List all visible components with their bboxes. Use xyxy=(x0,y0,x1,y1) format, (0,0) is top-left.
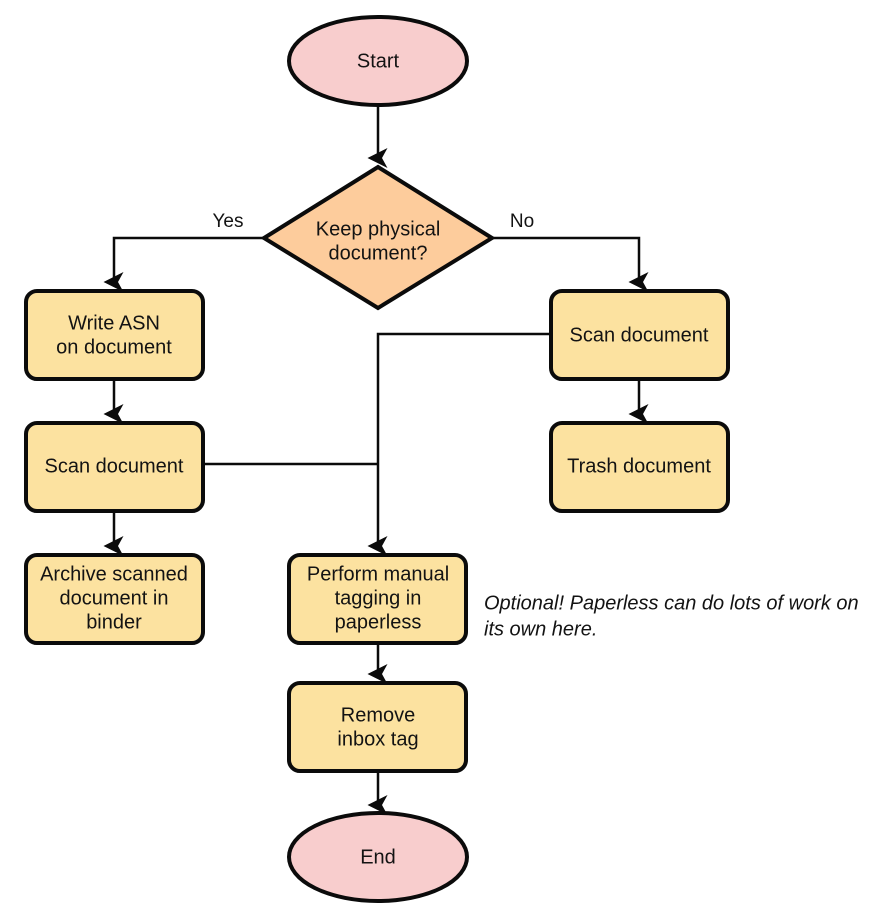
write-asn-label-line1: Write ASN xyxy=(68,312,160,334)
node-scan-document-right[interactable]: Scan document xyxy=(549,289,730,381)
write-asn-label-line2: on document xyxy=(56,336,172,358)
scan-left-label: Scan document xyxy=(45,455,184,477)
trash-box xyxy=(549,421,730,513)
edge-label-no: No xyxy=(510,211,534,232)
annotation-optional-note: Optional! Paperless can do lots of work … xyxy=(484,592,859,640)
node-start[interactable]: Start xyxy=(287,15,469,107)
remove-inbox-label-line1: Remove xyxy=(341,704,415,726)
scan-right-label: Scan document xyxy=(570,324,709,346)
scan-right-box xyxy=(549,289,730,381)
archive-box xyxy=(24,553,205,645)
optional-note-line2: its own here. xyxy=(484,618,597,640)
tagging-box xyxy=(287,553,468,645)
remove-inbox-box xyxy=(287,681,468,773)
archive-label-line1: Archive scanned xyxy=(40,563,188,585)
trash-label: Trash document xyxy=(567,455,711,477)
scan-left-box xyxy=(24,421,205,513)
tagging-label-line3: paperless xyxy=(335,611,422,633)
edge-decision-no-to-scan-right xyxy=(492,236,649,293)
decision-diamond xyxy=(260,164,496,311)
start-ellipse xyxy=(287,15,469,107)
node-remove-inbox-tag[interactable]: Remove inbox tag xyxy=(287,681,468,773)
end-ellipse xyxy=(287,811,469,903)
archive-label-line3: binder xyxy=(86,611,142,633)
node-decision-keep-physical-document[interactable]: Keep physical document? xyxy=(260,164,496,311)
edge-decision-yes-to-write-asn xyxy=(103,236,264,293)
end-label: End xyxy=(360,846,396,868)
optional-note-line1: Optional! Paperless can do lots of work … xyxy=(484,592,859,614)
node-scan-document-left[interactable]: Scan document xyxy=(24,421,205,513)
node-archive-scanned-document[interactable]: Archive scanned document in binder xyxy=(24,553,205,645)
node-trash-document[interactable]: Trash document xyxy=(549,421,730,513)
node-write-asn-on-document[interactable]: Write ASN on document xyxy=(24,289,205,381)
decision-label-line2: document? xyxy=(329,242,428,264)
decision-label-line1: Keep physical xyxy=(316,218,441,240)
tagging-label-line1: Perform manual xyxy=(307,563,449,585)
remove-inbox-label-line2: inbox tag xyxy=(337,728,418,750)
edge-label-yes: Yes xyxy=(213,211,244,232)
write-asn-box xyxy=(24,289,205,381)
edge-scan-right-to-tagging xyxy=(367,332,552,557)
tagging-label-line2: tagging in xyxy=(335,587,422,609)
archive-label-line2: document in xyxy=(60,587,169,609)
node-perform-manual-tagging[interactable]: Perform manual tagging in paperless xyxy=(287,553,468,645)
start-label: Start xyxy=(357,50,400,72)
node-end[interactable]: End xyxy=(287,811,469,903)
